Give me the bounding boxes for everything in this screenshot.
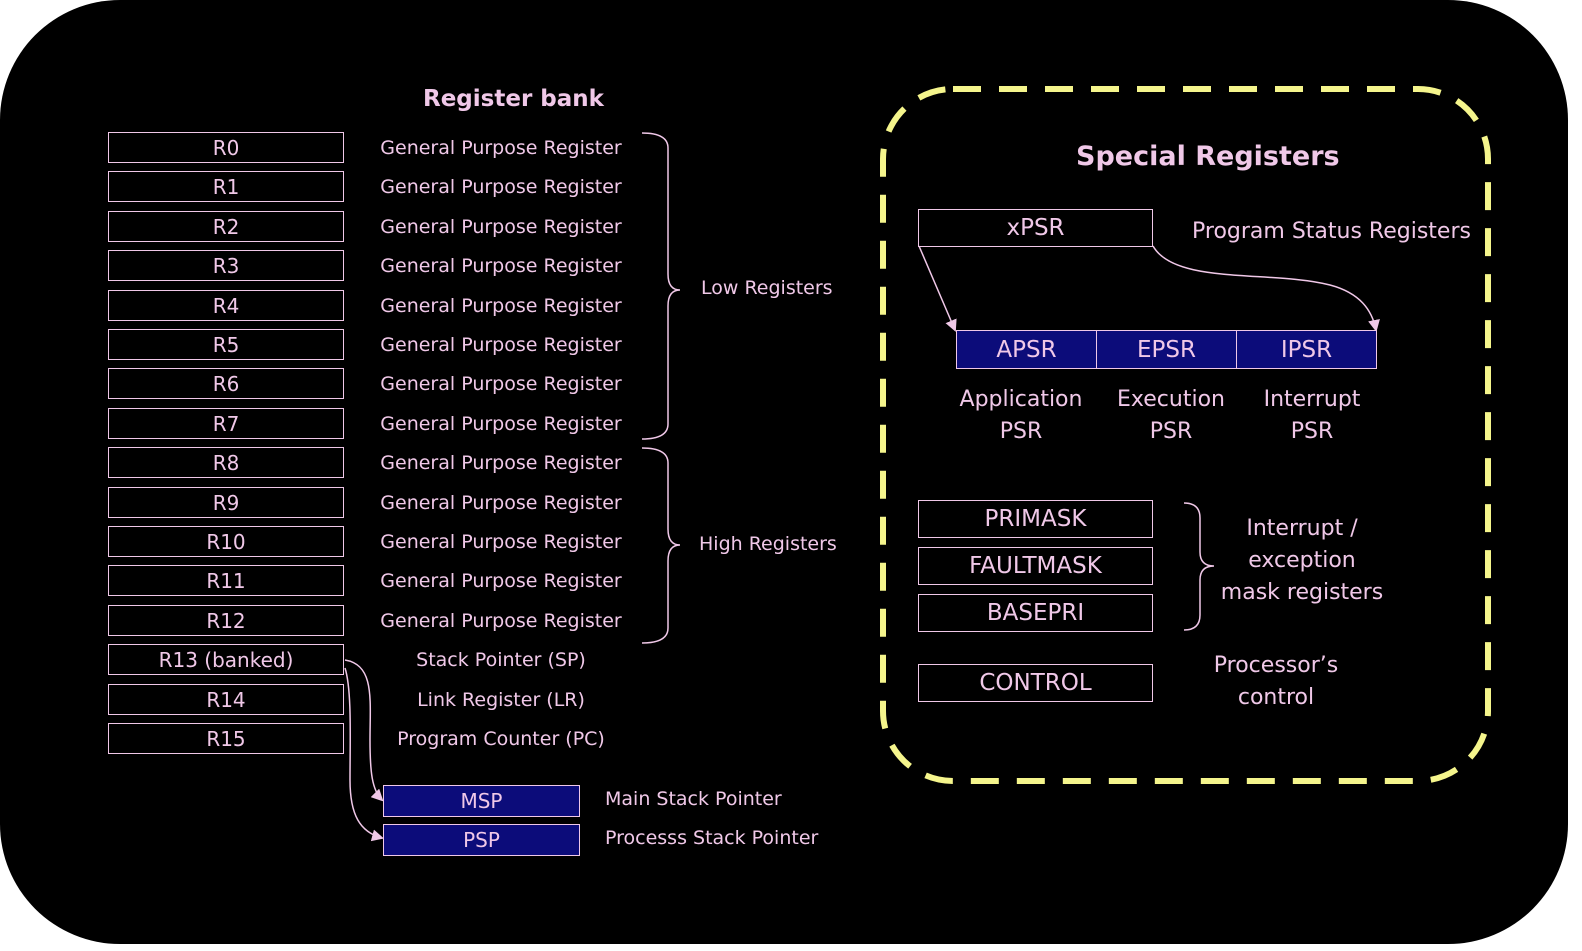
register-description: General Purpose Register (380, 373, 622, 395)
register-r6: R6 (108, 368, 344, 399)
register-description: General Purpose Register (380, 492, 622, 514)
mask-description-line1: Interrupt / (1246, 516, 1358, 541)
ipsr-description-line2: PSR (1290, 419, 1334, 444)
apsr-description-line1: Application (959, 387, 1083, 412)
xpsr-register: xPSR (918, 209, 1153, 247)
ipsr-register: IPSR (1236, 330, 1377, 369)
epsr-description-line2: PSR (1149, 419, 1193, 444)
epsr-description-line1: Execution (1117, 387, 1225, 412)
mask-description-line3: mask registers (1220, 580, 1384, 605)
high-registers-label: High Registers (699, 533, 837, 555)
r13-to-psp-arrow (344, 667, 384, 842)
mask-registers-brace (1183, 502, 1215, 631)
epsr-description: Execution PSR (1101, 384, 1241, 448)
register-r4: R4 (108, 290, 344, 321)
xpsr-to-apsr-arrow (918, 245, 957, 332)
apsr-description-line2: PSR (999, 419, 1043, 444)
register-r8: R8 (108, 447, 344, 478)
low-registers-label: Low Registers (701, 277, 833, 299)
register-description: General Purpose Register (380, 531, 622, 553)
register-r1: R1 (108, 171, 344, 202)
basepri-register: BASEPRI (918, 594, 1153, 632)
register-description: General Purpose Register (380, 413, 622, 435)
register-r0: R0 (108, 132, 344, 163)
register-description: General Purpose Register (380, 255, 622, 277)
msp-description: Main Stack Pointer (605, 788, 782, 810)
register-r2: R2 (108, 211, 344, 242)
register-r5: R5 (108, 329, 344, 360)
epsr-register: EPSR (1096, 330, 1237, 369)
low-registers-brace (641, 132, 681, 440)
control-description: Processor’s control (1196, 650, 1356, 714)
register-description: General Purpose Register (380, 570, 622, 592)
ipsr-description: Interrupt PSR (1242, 384, 1382, 448)
register-r12: R12 (108, 605, 344, 636)
register-description: Link Register (LR) (417, 689, 585, 711)
primask-register: PRIMASK (918, 500, 1153, 538)
register-description: Stack Pointer (SP) (416, 649, 586, 671)
register-description: General Purpose Register (380, 452, 622, 474)
register-r11: R11 (108, 565, 344, 596)
register-description: General Purpose Register (380, 216, 622, 238)
faultmask-register: FAULTMASK (918, 547, 1153, 585)
register-description: General Purpose Register (380, 137, 622, 159)
apsr-register: APSR (956, 330, 1097, 369)
register-description: Program Counter (PC) (397, 728, 605, 750)
mask-description-line2: exception (1248, 548, 1356, 573)
control-description-line1: Processor’s (1213, 653, 1339, 678)
psp-description: Processs Stack Pointer (605, 827, 819, 849)
register-description: General Purpose Register (380, 295, 622, 317)
r13-to-msp-arrow (344, 659, 384, 802)
register-r7: R7 (108, 408, 344, 439)
control-register: CONTROL (918, 664, 1153, 702)
mask-registers-description: Interrupt / exception mask registers (1212, 513, 1392, 609)
register-description: General Purpose Register (380, 176, 622, 198)
xpsr-description: Program Status Registers (1192, 219, 1471, 244)
register-r9: R9 (108, 487, 344, 518)
register-description: General Purpose Register (380, 610, 622, 632)
ipsr-description-line1: Interrupt (1263, 387, 1361, 412)
register-r13: R13 (banked) (108, 644, 344, 675)
high-registers-brace (641, 447, 681, 644)
register-bank-title: Register bank (423, 86, 604, 112)
psp-register: PSP (383, 824, 580, 856)
register-r15: R15 (108, 723, 344, 754)
register-description: General Purpose Register (380, 334, 622, 356)
register-r3: R3 (108, 250, 344, 281)
apsr-description: Application PSR (951, 384, 1091, 448)
special-registers-title: Special Registers (1076, 141, 1340, 172)
control-description-line2: control (1237, 685, 1315, 710)
msp-register: MSP (383, 785, 580, 817)
special-registers-frame (880, 86, 1491, 784)
xpsr-to-ipsr-arrow (1152, 245, 1380, 332)
register-r10: R10 (108, 526, 344, 557)
register-r14: R14 (108, 684, 344, 715)
